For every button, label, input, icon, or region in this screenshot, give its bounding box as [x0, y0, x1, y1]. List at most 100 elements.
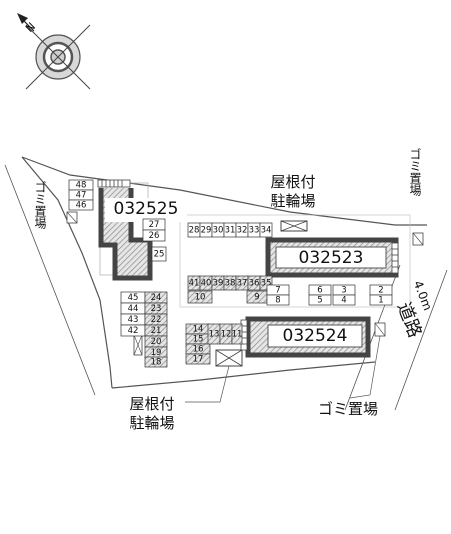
parking-slot-19[interactable]: 19 — [144, 346, 168, 359]
parking-slot-31[interactable]: 31 — [223, 222, 237, 238]
parking-slot-number: 10 — [195, 293, 206, 303]
bike-parking-bottom: 屋根付 駐輪場 — [129, 349, 243, 432]
parking-slot-number: 11 — [232, 330, 243, 340]
parking-slot-number: 40 — [201, 279, 212, 289]
parking-slot-42[interactable]: 42 — [120, 324, 146, 337]
parking-slot-20[interactable]: 20 — [144, 335, 168, 348]
parking-slot-43[interactable]: 43 — [120, 313, 146, 326]
parking-slot-45[interactable]: 45 — [120, 291, 146, 304]
parking-slot-box — [142, 229, 166, 242]
parking-slot-number: 13 — [209, 330, 220, 340]
parking-slot-number: 23 — [151, 304, 162, 314]
parking-slot-28[interactable]: 28 — [187, 222, 201, 238]
parking-slot-number: 14 — [193, 325, 204, 335]
parking-slot-2[interactable]: 2 — [369, 284, 393, 296]
parking-slot-1[interactable]: 1 — [369, 294, 393, 306]
parking-slot-box — [144, 356, 168, 368]
parking-slot-4[interactable]: 4 — [332, 294, 356, 306]
parking-slot-24[interactable]: 24 — [144, 291, 168, 304]
parking-slot-box — [259, 222, 273, 238]
parking-slot-number: 26 — [149, 231, 160, 241]
parking-slot-37[interactable]: 37 — [235, 275, 249, 291]
parking-slot-29[interactable]: 29 — [199, 222, 213, 238]
parking-slot-number: 24 — [151, 293, 162, 303]
parking-slot-box — [231, 323, 243, 345]
parking-slot-box — [187, 290, 213, 304]
parking-slot-number: 34 — [261, 226, 272, 236]
parking-slot-number: 28 — [189, 226, 200, 236]
parking-slot-number: 33 — [249, 226, 260, 236]
parking-slot-11[interactable]: 11 — [231, 323, 243, 345]
parking-slot-17[interactable]: 17 — [185, 353, 211, 365]
parking-slot-box — [185, 353, 211, 365]
parking-slot-number: 37 — [237, 279, 248, 289]
bike-parking-top-label-2: 駐輪場 — [270, 192, 315, 210]
parking-slot-16[interactable]: 16 — [185, 343, 211, 355]
parking-slot-39[interactable]: 39 — [211, 275, 225, 291]
parking-slot-number: 25 — [154, 250, 165, 260]
parking-slot-number: 27 — [149, 220, 160, 230]
parking-slot-number: 29 — [201, 226, 212, 236]
parking-slot-3[interactable]: 3 — [332, 284, 356, 296]
parking-slot-41[interactable]: 41 — [187, 275, 201, 291]
parking-slot-40[interactable]: 40 — [199, 275, 213, 291]
parking-slot-box — [369, 294, 393, 306]
parking-slot-number: 22 — [151, 315, 162, 325]
parking-slot-26[interactable]: 26 — [142, 229, 166, 242]
parking-slot-number: 20 — [151, 337, 162, 347]
parking-slot-number: 6 — [317, 286, 322, 296]
parking-slot-30[interactable]: 30 — [211, 222, 225, 238]
parking-slot-number: 47 — [76, 191, 87, 201]
parking-slot-box — [266, 294, 290, 306]
parking-slot-13[interactable]: 13 — [207, 323, 221, 345]
bike-parking-bottom-label-1: 屋根付 — [129, 395, 174, 413]
parking-slot-10[interactable]: 10 — [187, 290, 213, 304]
parking-slot-32[interactable]: 32 — [235, 222, 249, 238]
parking-slot-33[interactable]: 33 — [247, 222, 261, 238]
parking-slot-48[interactable]: 48 — [68, 179, 94, 191]
trash-right-top-label: ゴミ置場 — [408, 147, 422, 197]
parking-slot-8[interactable]: 8 — [266, 294, 290, 306]
parking-slot-number: 12 — [221, 330, 232, 340]
building-032524[interactable]: 032524 — [245, 316, 371, 358]
parking-slot-12[interactable]: 12 — [219, 323, 233, 345]
parking-slot-27[interactable]: 27 — [142, 218, 166, 231]
bike-parking-top: 屋根付 駐輪場 — [270, 173, 316, 232]
parking-slot-23[interactable]: 23 — [144, 302, 168, 315]
parking-slot-number: 21 — [151, 326, 162, 336]
building-032525[interactable]: 032525 — [98, 188, 187, 281]
parking-slot-5[interactable]: 5 — [308, 294, 332, 306]
parking-slot-number: 1 — [378, 296, 383, 306]
parking-slot-number: 48 — [76, 181, 87, 191]
parking-slot-25[interactable]: 25 — [151, 246, 167, 262]
parking-slot-44[interactable]: 44 — [120, 302, 146, 315]
utility-box — [133, 334, 143, 356]
parking-slot-47[interactable]: 47 — [68, 189, 94, 201]
bike-parking-bottom-label-2: 駐輪場 — [129, 414, 174, 432]
trash-area-right-top: ゴミ置場 — [408, 147, 424, 246]
building-032523[interactable]: 032523 — [265, 237, 399, 278]
building-label-032523: 032523 — [299, 248, 364, 268]
parking-slot-number: 31 — [225, 226, 236, 236]
parking-slot-number: 19 — [151, 348, 162, 358]
stairs-icon — [97, 179, 131, 188]
parking-slot-36[interactable]: 36 — [247, 275, 261, 291]
parking-slot-34[interactable]: 34 — [259, 222, 273, 238]
parking-slot-number: 17 — [193, 355, 204, 365]
parking-slot-15[interactable]: 15 — [185, 333, 211, 345]
parking-slot-9[interactable]: 9 — [246, 290, 268, 304]
parking-slot-21[interactable]: 21 — [144, 324, 168, 337]
parking-slot-6[interactable]: 6 — [308, 284, 332, 296]
parking-slot-7[interactable]: 7 — [266, 284, 290, 296]
parking-slot-18[interactable]: 18 — [144, 356, 168, 368]
parking-slot-number: 36 — [249, 279, 260, 289]
parking-slot-38[interactable]: 38 — [223, 275, 237, 291]
parking-slot-14[interactable]: 14 — [185, 323, 211, 335]
compass-north-label: N — [23, 20, 38, 35]
parking-slot-number: 43 — [128, 315, 139, 325]
parking-slot-46[interactable]: 46 — [68, 199, 94, 211]
parking-slot-22[interactable]: 22 — [144, 313, 168, 326]
